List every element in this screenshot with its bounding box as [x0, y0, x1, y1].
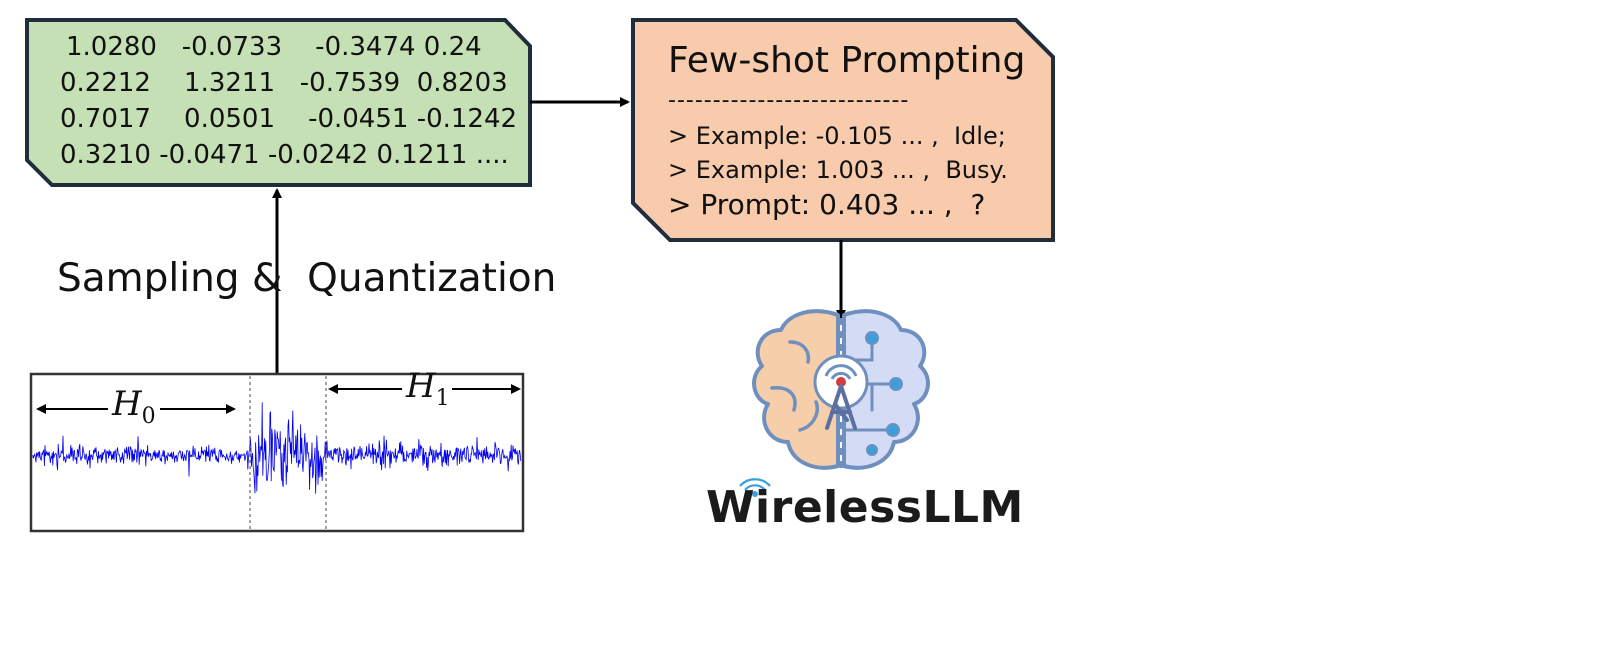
- h1-sub: 1: [435, 385, 450, 411]
- brain-icon: [752, 309, 930, 472]
- h0-var: H: [112, 384, 142, 424]
- h0-label: H0: [112, 384, 156, 429]
- prompt-example-2: > Example: 1.003 ... , Busy.: [668, 156, 1008, 184]
- brain-left-hemisphere: [752, 309, 840, 470]
- prompt-separator: ---------------------------: [668, 88, 910, 113]
- matrix-row-2: 0.2212 1.3211 -0.7539 0.8203: [60, 68, 508, 98]
- tower-icon: [813, 354, 869, 430]
- matrix-box: [25, 18, 532, 187]
- matrix-row-3: 0.7017 0.0501 -0.0451 -0.1242: [60, 104, 518, 134]
- h1-label: H1: [406, 366, 450, 411]
- signal-plot: [29, 372, 525, 533]
- sampling-caption: Sampling & Quantization: [57, 256, 557, 301]
- prompt-query: > Prompt: 0.403 ... , ?: [668, 188, 986, 221]
- prompt-box: [631, 18, 1055, 242]
- h1-var: H: [406, 366, 436, 406]
- h0-sub: 0: [141, 403, 156, 429]
- signal-waveform: [32, 402, 522, 494]
- prompt-title: Few-shot Prompting: [668, 40, 1026, 81]
- signal-trace: [32, 402, 522, 494]
- matrix-row-1: 1.0280 -0.0733 -0.3474 0.24: [66, 32, 482, 62]
- brand-name: WirelessLLM: [706, 482, 1024, 533]
- wifi-icon: [739, 478, 771, 497]
- matrix-row-4: 0.3210 -0.0471 -0.0242 0.1211 ....: [60, 140, 509, 170]
- prompt-example-1: > Example: -0.105 ... , Idle;: [668, 122, 1006, 150]
